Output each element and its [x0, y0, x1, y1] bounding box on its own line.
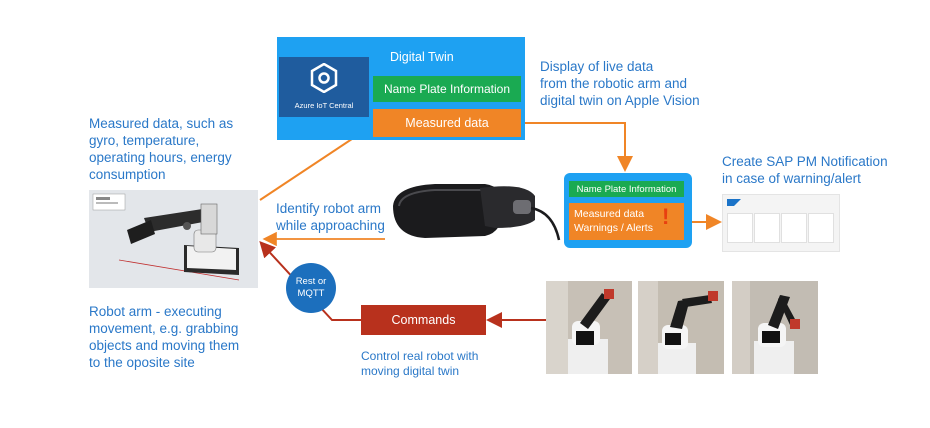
- robot-arm-photo: [732, 281, 818, 374]
- measured-desc-line: operating hours, energy: [89, 150, 232, 165]
- azure-iot-central-label: Azure IoT Central: [294, 101, 354, 110]
- commands-box: Commands: [361, 305, 486, 335]
- display-label-line: from the robotic arm and: [540, 76, 688, 91]
- robot-arm-photo-icon: [732, 281, 818, 374]
- robot-desc-line: movement, e.g. grabbing: [89, 321, 239, 336]
- sap-app-screenshot: [722, 194, 840, 252]
- azure-iot-central-tile: Azure IoT Central: [279, 57, 369, 117]
- robot-arm-photo: [638, 281, 724, 374]
- robot-arm-cad-image: [89, 190, 258, 288]
- control-robot-label: Control real robot with moving digital t…: [361, 349, 478, 379]
- vision-warnings-line: Warnings / Alerts: [574, 222, 653, 234]
- protocol-badge: Rest or MQTT: [286, 263, 336, 313]
- vision-measured-warnings-box: Measured data Warnings / Alerts: [569, 203, 684, 240]
- arrow-twin-to-vision: [523, 122, 633, 172]
- display-live-data-label: Display of live data from the robotic ar…: [540, 58, 700, 109]
- robot-desc-line: objects and moving them: [89, 338, 240, 353]
- identify-robot-label: Identify robot arm while approaching: [276, 200, 385, 234]
- robot-arm-photo-icon: [638, 281, 724, 374]
- control-label-line: Control real robot with: [361, 349, 479, 363]
- vision-measured-line: Measured data: [574, 208, 645, 220]
- display-label-line: digital twin on Apple Vision: [540, 93, 700, 108]
- display-label-line: Display of live data: [540, 59, 654, 74]
- robot-arm-description: Robot arm - executing movement, e.g. gra…: [89, 303, 239, 371]
- sap-notification-label: Create SAP PM Notification in case of wa…: [722, 153, 888, 187]
- sap-label-line: Create SAP PM Notification: [722, 154, 888, 169]
- name-plate-info-box: Name Plate Information: [373, 76, 521, 102]
- vision-name-plate-box: Name Plate Information: [569, 181, 684, 197]
- digital-twin-title: Digital Twin: [390, 50, 454, 64]
- identify-label-line: while approaching: [276, 218, 385, 233]
- identify-label-line: Identify robot arm: [276, 201, 382, 216]
- protocol-line: MQTT: [297, 288, 325, 299]
- measured-desc-line: consumption: [89, 167, 166, 182]
- robot-arm-cad-icon: [89, 190, 258, 288]
- robot-arm-photo: [546, 281, 632, 374]
- robot-desc-line: to the oposite site: [89, 355, 195, 370]
- measured-desc-line: Measured data, such as: [89, 116, 234, 131]
- sap-logo-icon: [727, 199, 741, 206]
- robot-arm-photo-icon: [546, 281, 632, 374]
- sap-tile: [754, 213, 780, 243]
- alert-exclamation-icon: !: [662, 204, 670, 229]
- apple-vision-headset-icon: [393, 184, 561, 241]
- measured-data-description: Measured data, such as gyro, temperature…: [89, 115, 233, 183]
- sap-tile: [727, 213, 753, 243]
- sap-tile: [808, 213, 834, 243]
- measured-desc-line: gyro, temperature,: [89, 133, 200, 148]
- sap-tile: [781, 213, 807, 243]
- arrow-commands-to-robot: [259, 241, 361, 321]
- protocol-line: Rest or: [295, 276, 327, 287]
- robot-desc-line: Robot arm - executing: [89, 304, 222, 319]
- apple-vision-headset-image: [385, 178, 565, 248]
- control-label-line: moving digital twin: [361, 364, 460, 378]
- measured-data-box: Measured data: [373, 109, 521, 137]
- azure-iot-central-logo-icon: [310, 63, 338, 93]
- sap-label-line: in case of warning/alert: [722, 171, 861, 186]
